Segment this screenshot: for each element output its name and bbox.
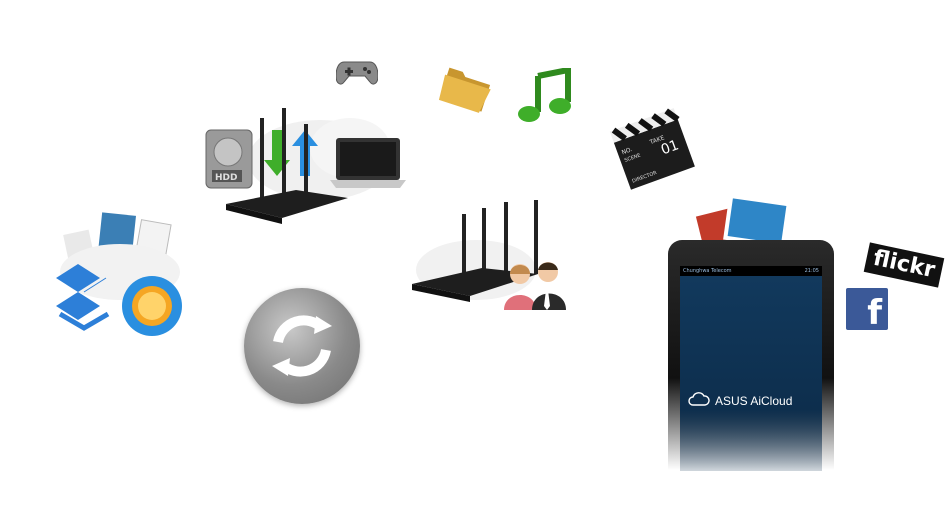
flickr-logo: flickr	[863, 242, 945, 288]
router-users-illustration	[406, 198, 570, 321]
carrier-label: Chunghwa Telecom	[683, 268, 732, 274]
facebook-logo: f	[846, 288, 888, 333]
status-bar: Chunghwa Telecom 21:05	[680, 266, 822, 276]
clapper-take-number: 01	[659, 137, 681, 158]
hdd-label: HDD	[215, 173, 237, 183]
clapper-label-no: NO.	[621, 146, 634, 156]
tablet-screen: Chunghwa Telecom 21:05 ASUS AiCloud	[680, 266, 822, 471]
tablet-device: Chunghwa Telecom 21:05 ASUS AiCloud	[668, 240, 834, 471]
clapper-label-scene: SCENE	[624, 153, 642, 164]
cloud-storage-illustration	[36, 208, 192, 349]
time-label: 21:05	[804, 268, 819, 274]
cloud-icon	[688, 392, 710, 409]
users-icon	[504, 262, 566, 310]
gamepad-icon	[335, 58, 379, 93]
router-icon	[226, 108, 348, 224]
folder-icon	[438, 62, 496, 119]
dropbox-icon	[56, 264, 110, 331]
sync-orange-icon	[122, 276, 182, 336]
app-name-label: ASUS AiCloud	[715, 393, 793, 408]
hdd-icon: HDD	[205, 129, 253, 189]
laptop-icon	[330, 138, 406, 188]
router-transfer-illustration: HDD	[200, 98, 410, 237]
app-title[interactable]: ASUS AiCloud	[688, 392, 818, 409]
sync-icon	[244, 288, 360, 404]
clapperboard-icon: NO. SCENE TAKE 01 DIRECTOR	[604, 100, 700, 201]
music-note-icon	[514, 66, 576, 129]
photo-stack-icon	[690, 192, 800, 267]
facebook-label: f	[867, 293, 882, 333]
flickr-label: flickr	[870, 245, 938, 284]
